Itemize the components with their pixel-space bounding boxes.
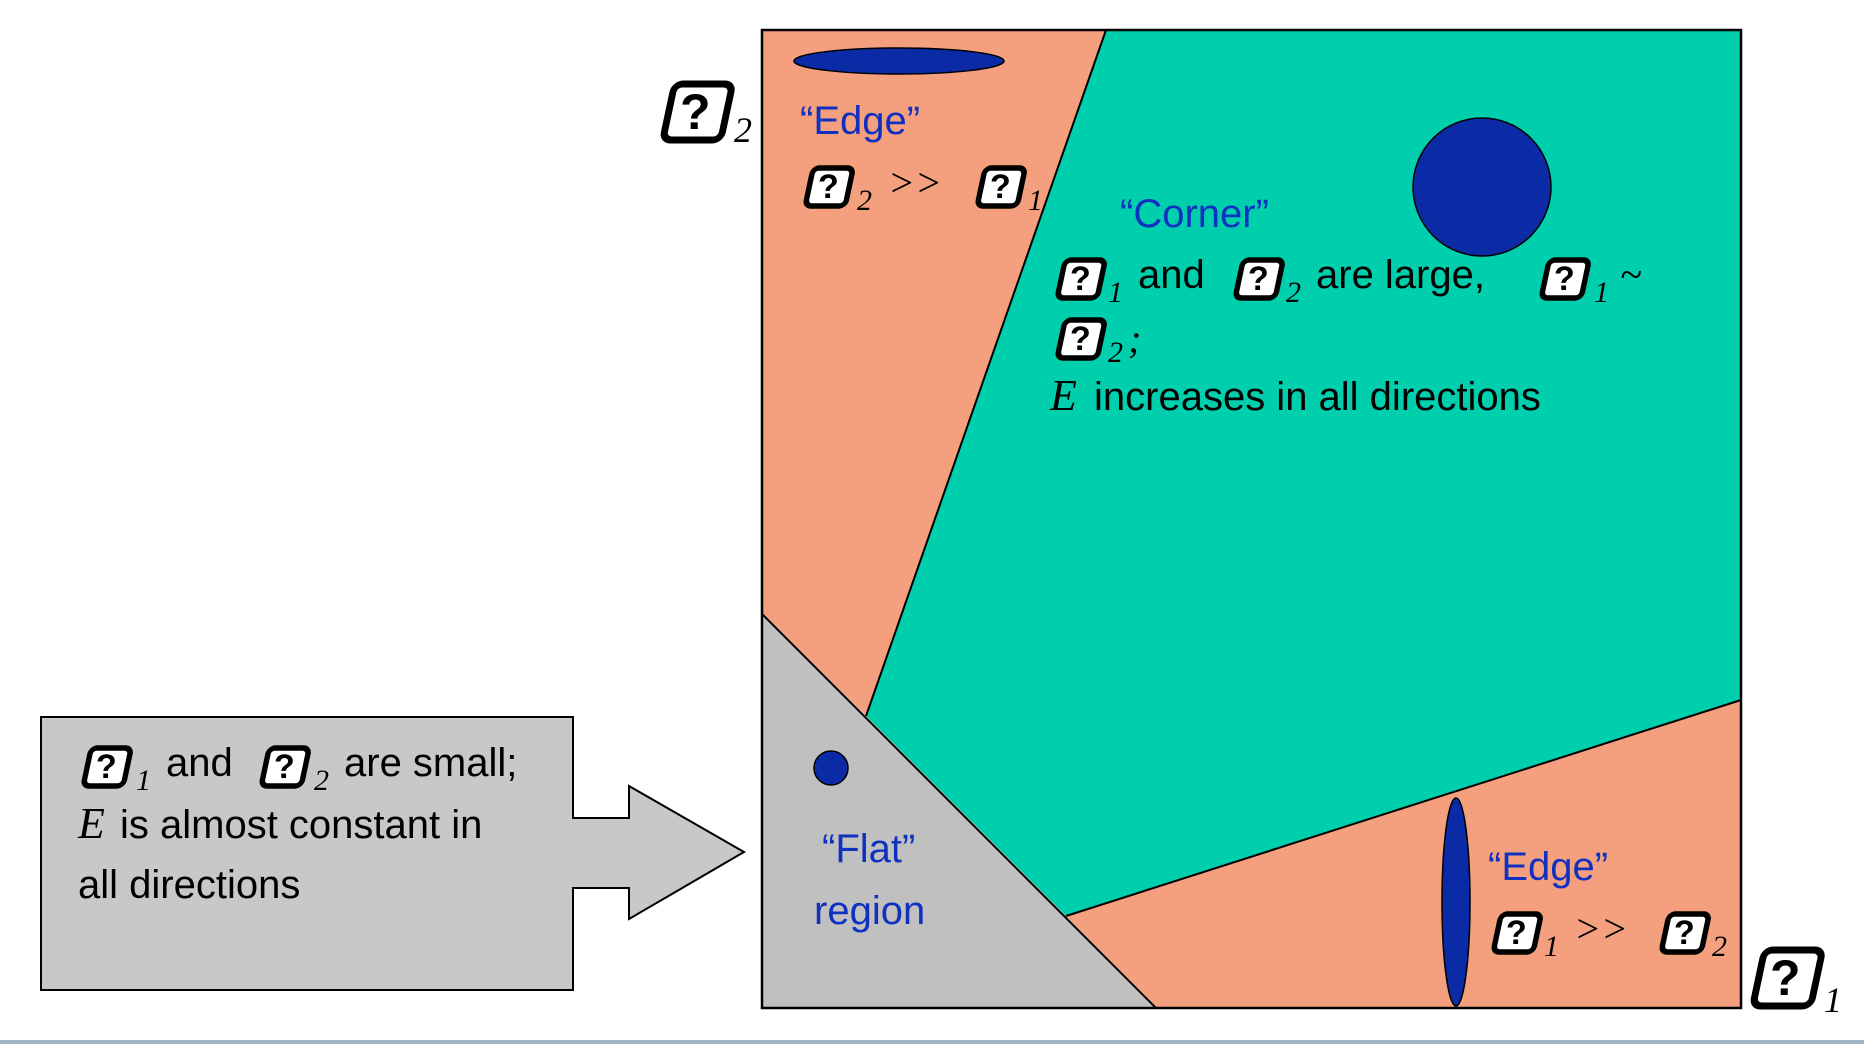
callout-arrow-shape [40, 716, 746, 991]
y-axis-subscript: 2 [734, 110, 752, 150]
corner-annotation: “Corner” 1 and 2 are large, 1 ~ 2 ; E in… [1049, 192, 1642, 420]
boundary-line [865, 29, 1107, 717]
missing-glyph-icon [1541, 260, 1589, 298]
missing-glyph-icon [1753, 950, 1823, 1006]
flat-annotation: “Flat” region [814, 827, 925, 933]
callout-line-3: all directions [78, 863, 300, 907]
edge-top-sub-a: 2 [857, 184, 872, 217]
x-axis-label: 1 [1753, 950, 1842, 1020]
edge-region-bottom [1066, 700, 1741, 1008]
flat-label-2: region [814, 889, 925, 933]
horizontal-ellipse [793, 47, 1005, 75]
missing-glyph-icon [1661, 914, 1709, 952]
boundary-line [1065, 699, 1742, 917]
corner-large-text: are large, [1316, 253, 1485, 297]
bottom-divider [0, 1040, 1864, 1044]
callout-and-text: and [166, 741, 233, 785]
missing-glyph-icon [1057, 320, 1105, 358]
missing-glyph-icon [83, 748, 131, 786]
edge-bottom-relation: >> [1574, 906, 1628, 951]
missing-glyph-icon [261, 748, 309, 786]
callout-constant-text: is almost constant in [120, 803, 482, 847]
edge-top-relation: >> [888, 160, 942, 205]
corner-sub-1b: 1 [1594, 276, 1609, 309]
callout-sub-2: 2 [314, 764, 329, 797]
plot-frame [760, 28, 1743, 1010]
corner-increase-text: increases in all directions [1094, 375, 1541, 419]
edge-bottom-label: “Edge” [1488, 845, 1608, 889]
flat-callout: 1 and 2 are small; E is almost constant … [40, 716, 746, 991]
callout-small-text: are small; [344, 741, 517, 785]
missing-glyph-icon [1235, 260, 1283, 298]
corner-and-text: and [1138, 253, 1205, 297]
corner-region [866, 30, 1741, 916]
corner-semicolon: ; [1128, 316, 1141, 361]
small-circle [813, 750, 849, 786]
edge-bottom-annotation: “Edge” 1 >> 2 [1488, 845, 1727, 963]
y-axis-label: 2 [663, 84, 752, 150]
edge-top-sub-b: 1 [1028, 184, 1043, 217]
missing-glyph-icon [977, 168, 1025, 206]
missing-glyph-icon [1493, 914, 1541, 952]
corner-sub-1a: 1 [1108, 276, 1123, 309]
edge-bottom-sub-b: 2 [1712, 930, 1727, 963]
corner-sub-2b: 2 [1108, 336, 1123, 369]
edge-top-label: “Edge” [800, 99, 920, 143]
x-axis-subscript: 1 [1824, 980, 1842, 1020]
callout-sub-1: 1 [136, 764, 151, 797]
corner-approx: ~ [1620, 252, 1642, 297]
callout-e-symbol: E [77, 799, 105, 848]
flat-label: “Flat” [822, 827, 915, 871]
corner-label: “Corner” [1120, 192, 1269, 236]
vertical-ellipse [1441, 797, 1471, 1007]
large-circle [1412, 117, 1552, 257]
missing-glyph-icon [1057, 260, 1105, 298]
corner-e-symbol: E [1049, 371, 1077, 420]
missing-glyph-icon [663, 84, 733, 140]
missing-glyph-icon [805, 168, 853, 206]
edge-top-annotation: “Edge” 2 >> 1 [800, 99, 1043, 217]
boundary-line [761, 613, 1157, 1009]
corner-sub-2a: 2 [1286, 276, 1301, 309]
edge-bottom-sub-a: 1 [1544, 930, 1559, 963]
